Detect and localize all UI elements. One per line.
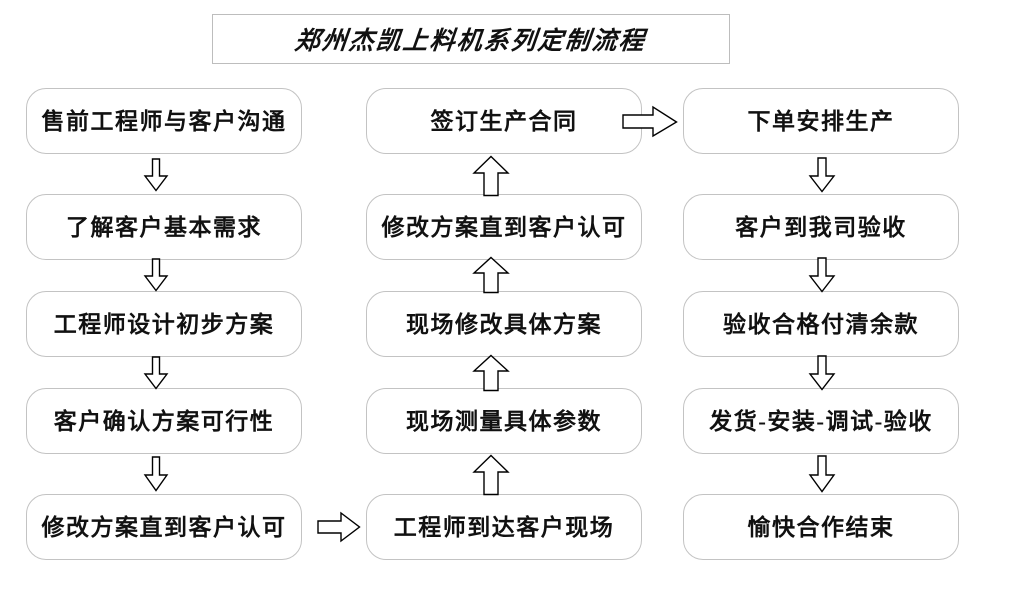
node-col2-2[interactable]: 修改方案直到客户认可 bbox=[366, 194, 642, 260]
node-col1-3[interactable]: 工程师设计初步方案 bbox=[26, 291, 302, 357]
node-label: 签订生产合同 bbox=[430, 108, 578, 134]
arrow-down-col3-4 bbox=[808, 455, 836, 493]
arrow-up-col2-1 bbox=[472, 155, 510, 197]
node-label: 售前工程师与客户沟通 bbox=[41, 108, 287, 134]
arrow-down-col3-3 bbox=[808, 355, 836, 391]
arrow-down-col1-4 bbox=[143, 456, 169, 492]
node-label: 下单安排生产 bbox=[747, 108, 895, 134]
arrow-down-col1-1 bbox=[143, 158, 169, 192]
node-label: 工程师设计初步方案 bbox=[53, 311, 275, 337]
node-label: 客户确认方案可行性 bbox=[53, 408, 275, 434]
arrow-down-col3-1 bbox=[808, 157, 836, 193]
arrow-down-col1-3 bbox=[143, 356, 169, 390]
node-label: 愉快合作结束 bbox=[747, 514, 895, 540]
node-label: 客户到我司验收 bbox=[735, 214, 907, 240]
arrow-down-col1-2 bbox=[143, 258, 169, 292]
node-col2-1[interactable]: 签订生产合同 bbox=[366, 88, 642, 154]
page-title: 郑州杰凯上料机系列定制流程 bbox=[293, 28, 648, 55]
node-label: 了解客户基本需求 bbox=[66, 214, 262, 240]
arrow-down-col3-2 bbox=[808, 257, 836, 293]
node-label: 现场修改具体方案 bbox=[406, 311, 602, 337]
node-col3-3[interactable]: 验收合格付清余款 bbox=[683, 291, 959, 357]
node-col2-4[interactable]: 现场测量具体参数 bbox=[366, 388, 642, 454]
node-col2-3[interactable]: 现场修改具体方案 bbox=[366, 291, 642, 357]
arrow-right-col2-to-col3 bbox=[622, 105, 678, 139]
node-label: 工程师到达客户现场 bbox=[393, 514, 615, 540]
arrow-up-col2-2 bbox=[472, 256, 510, 294]
node-col1-5[interactable]: 修改方案直到客户认可 bbox=[26, 494, 302, 560]
node-label: 修改方案直到客户认可 bbox=[381, 214, 627, 240]
node-col1-2[interactable]: 了解客户基本需求 bbox=[26, 194, 302, 260]
node-col3-2[interactable]: 客户到我司验收 bbox=[683, 194, 959, 260]
node-label: 发货-安装-调试-验收 bbox=[709, 408, 933, 434]
node-col3-4[interactable]: 发货-安装-调试-验收 bbox=[683, 388, 959, 454]
node-col3-5[interactable]: 愉快合作结束 bbox=[683, 494, 959, 560]
title-box: 郑州杰凯上料机系列定制流程 bbox=[212, 14, 730, 64]
node-col1-1[interactable]: 售前工程师与客户沟通 bbox=[26, 88, 302, 154]
arrow-up-col2-4 bbox=[472, 454, 510, 496]
node-col2-5[interactable]: 工程师到达客户现场 bbox=[366, 494, 642, 560]
node-col3-1[interactable]: 下单安排生产 bbox=[683, 88, 959, 154]
node-label: 现场测量具体参数 bbox=[406, 408, 602, 434]
node-label: 修改方案直到客户认可 bbox=[41, 514, 287, 540]
arrow-up-col2-3 bbox=[472, 354, 510, 392]
node-label: 验收合格付清余款 bbox=[723, 311, 919, 337]
node-col1-4[interactable]: 客户确认方案可行性 bbox=[26, 388, 302, 454]
arrow-right-col1-to-col2 bbox=[317, 511, 361, 543]
